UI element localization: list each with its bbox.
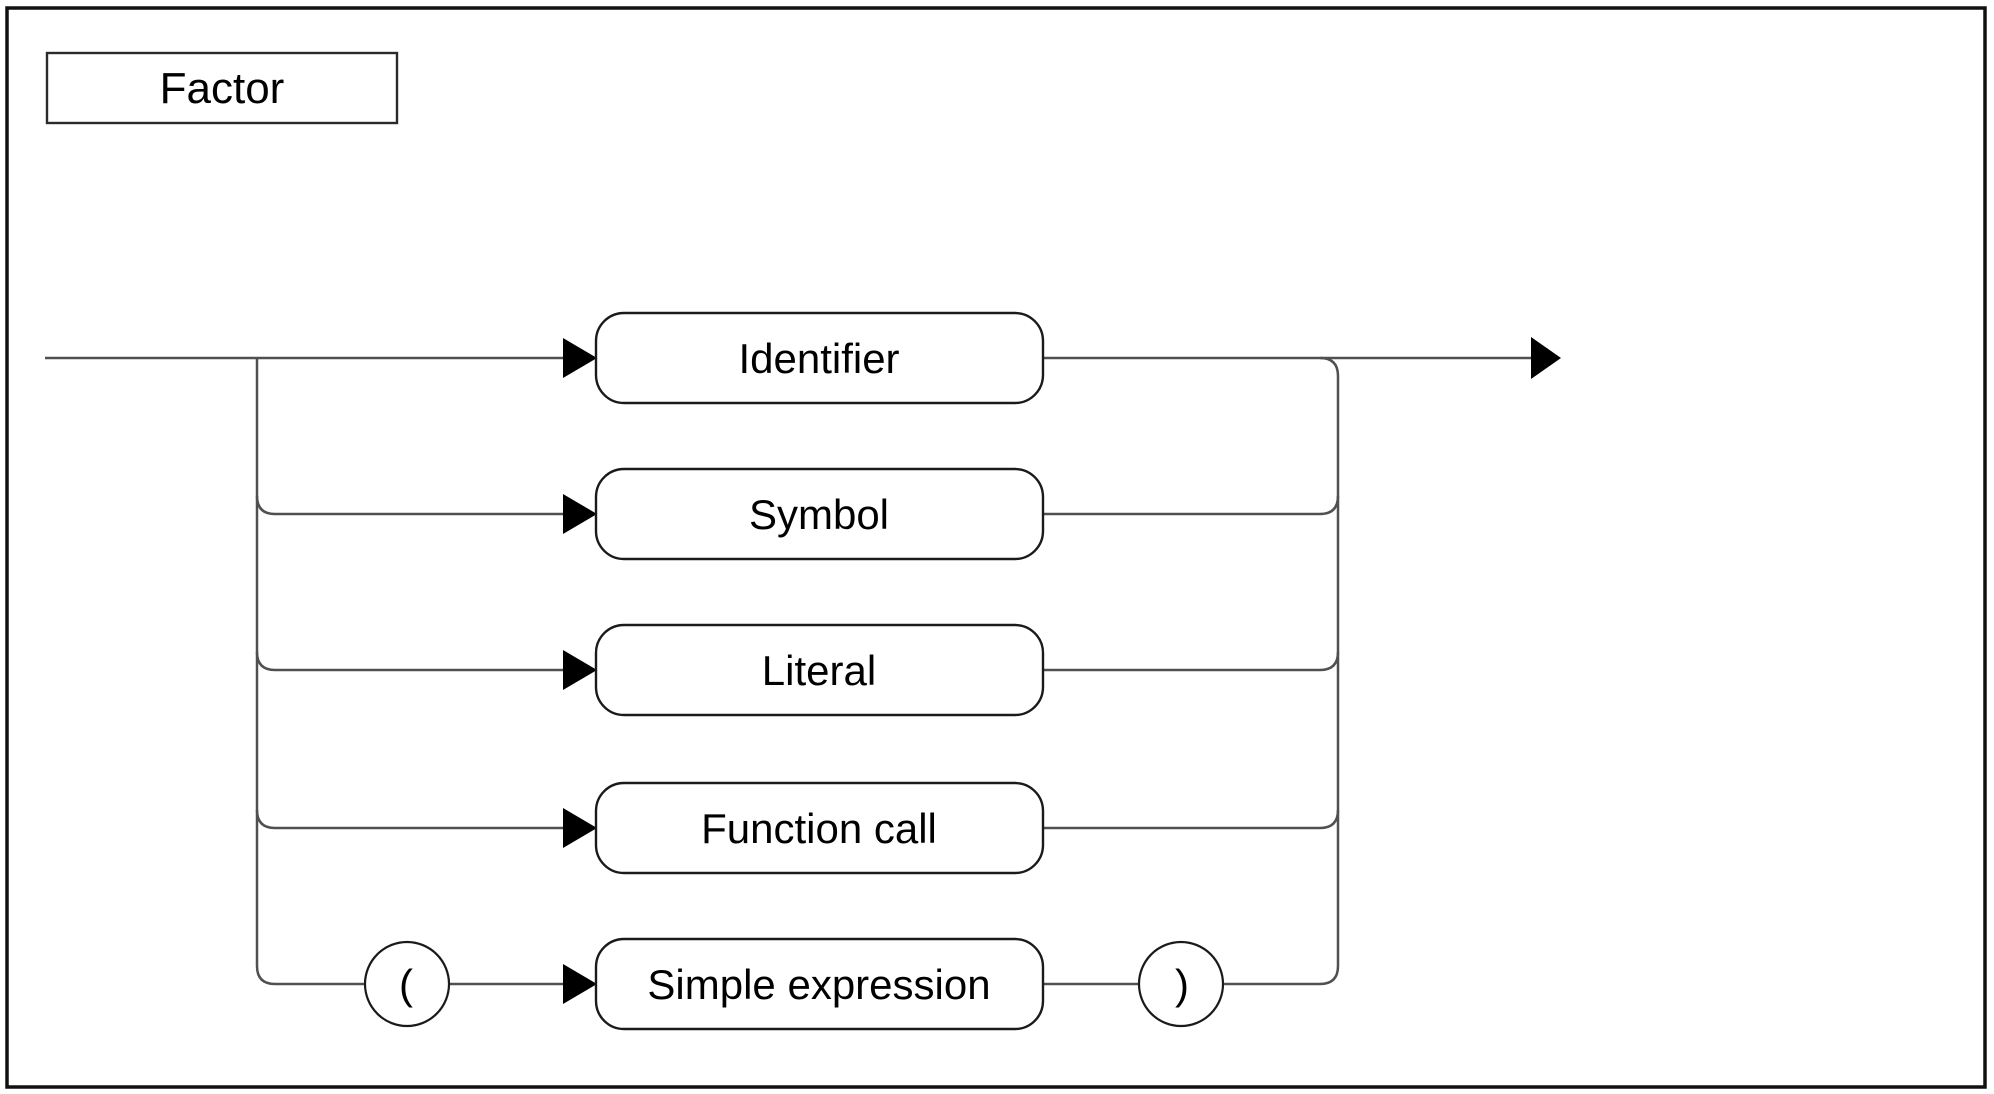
branch-2-right-line (1043, 495, 1340, 516)
node-symbol: Symbol (594, 467, 1045, 561)
node-rect (594, 623, 1045, 717)
node-simple-expression: Simple expression (594, 937, 1045, 1031)
branch-5-right-line-b (1223, 965, 1340, 986)
branch-3-right-line (1043, 651, 1340, 672)
branch-5-left-line (255, 965, 365, 986)
close-paren-label: ) (1175, 961, 1189, 1008)
node-label: Identifier (738, 335, 899, 382)
node-rect (594, 311, 1045, 405)
branch-3-left-line (255, 651, 563, 672)
exit-arrow-icon (1531, 337, 1561, 379)
node-literal: Literal (594, 623, 1045, 717)
merge-top-curve (1319, 356, 1340, 377)
node-label: Function call (701, 805, 937, 852)
open-paren-terminal: ( (363, 940, 451, 1028)
rule-title-label: Factor (160, 64, 285, 113)
node-rect (594, 781, 1045, 875)
node-label: Literal (762, 647, 876, 694)
branch-1-arrow-icon (563, 338, 597, 378)
branch-4-right-line (1043, 809, 1340, 830)
branch-3-arrow-icon (563, 650, 597, 690)
node-rect (594, 937, 1045, 1031)
node-label: Symbol (749, 491, 889, 538)
rule-title-box: Factor (45, 51, 399, 125)
rule-title-rect (45, 51, 399, 125)
terminal-circle (363, 940, 451, 1028)
branch-2-arrow-icon (563, 494, 597, 534)
branch-4-left-line (255, 809, 563, 830)
connector-lines (45, 356, 1531, 986)
close-paren-terminal: ) (1137, 940, 1225, 1028)
open-paren-label: ( (399, 961, 413, 1008)
node-function-call: Function call (594, 781, 1045, 875)
node-identifier: Identifier (594, 311, 1045, 405)
arrowheads (563, 337, 1561, 1004)
branch-2-left-line (255, 495, 563, 516)
node-label: Simple expression (647, 961, 990, 1008)
branch-4-arrow-icon (563, 808, 597, 848)
node-rect (594, 467, 1045, 561)
terminal-circle (1137, 940, 1225, 1028)
page-border (5, 6, 1987, 1089)
branch-5-arrow-icon (563, 964, 597, 1004)
